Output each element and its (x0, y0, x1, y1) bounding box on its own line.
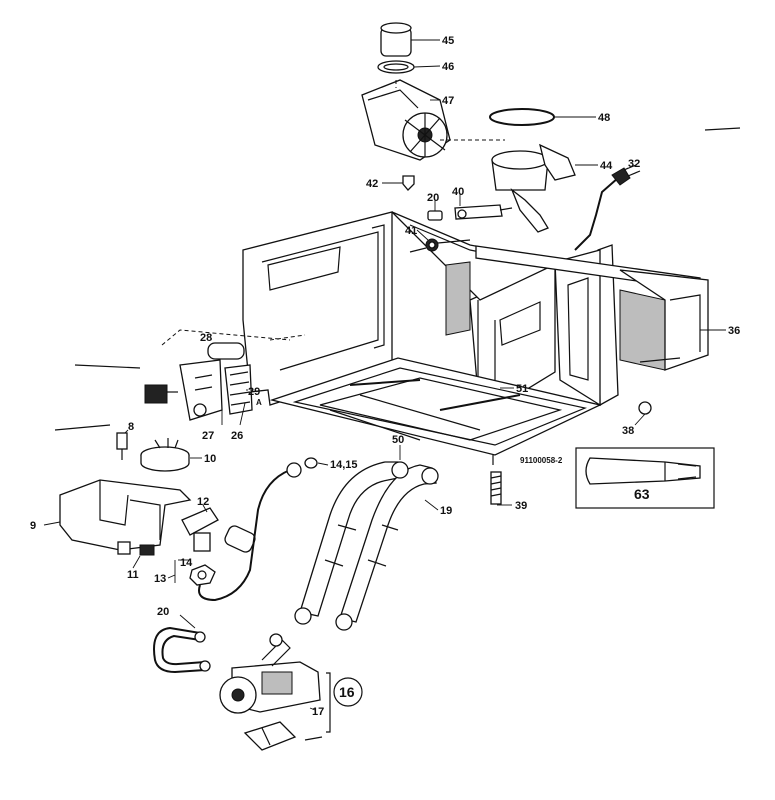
motor-47 (361, 79, 451, 161)
drawing-code: 91100058-2 (520, 456, 563, 465)
hose-clamp-48 (489, 108, 555, 126)
callout-39: 39 (515, 500, 527, 512)
callout-14: 14 (180, 557, 193, 569)
pump-group-bracket (326, 672, 363, 733)
leader-lines (43, 39, 726, 711)
mounting-bracket-9 (59, 479, 192, 556)
mains-cable-32 (574, 164, 641, 251)
tool-detail-inset (575, 447, 715, 509)
hose-14-15 (198, 457, 318, 602)
sump-44 (491, 143, 576, 233)
dashed-assembly-lines (395, 80, 505, 141)
seal-ring-46 (377, 60, 415, 74)
base-frame (242, 211, 709, 465)
drain-hoses-19 (294, 461, 439, 631)
callout-63: 63 (634, 486, 650, 502)
callout-27: 27 (202, 430, 214, 442)
callout-48: 48 (598, 112, 610, 124)
callout-50: 50 (392, 434, 404, 446)
callout-12: 12 (197, 496, 209, 508)
callout-51: 51 (516, 383, 528, 395)
callout-44: 44 (600, 160, 613, 172)
callout-29: 29 (248, 386, 260, 398)
callout-11: 11 (127, 569, 139, 581)
callout-labels: 45 46 47 48 44 32 42 20 40 41 36 51 38 5… (30, 35, 740, 718)
nut-14 (189, 564, 216, 586)
stray-marks (54, 127, 741, 431)
callout-14-15: 14,15 (330, 459, 358, 471)
callout-8: 8 (128, 421, 134, 433)
callout-26: 26 (231, 430, 243, 442)
nozzle-42 (402, 175, 415, 191)
pump-cap-45 (380, 22, 412, 57)
callout-32: 32 (628, 158, 640, 170)
valve-40 (454, 204, 513, 220)
callout-16: 16 (339, 684, 355, 700)
callout-29-A: A (256, 398, 262, 407)
connector-20-top (427, 210, 443, 221)
switch-8 (116, 432, 128, 460)
callout-41: 41 (405, 225, 417, 237)
drain-pump-16 (219, 633, 321, 714)
callout-20-top: 20 (427, 192, 439, 204)
bolt-39 (490, 471, 502, 505)
terminal-block-26 (224, 364, 253, 415)
callout-13: 13 (154, 573, 166, 585)
callout-9: 9 (30, 520, 36, 532)
grommet-41 (409, 238, 471, 253)
callout-45: 45 (442, 35, 454, 47)
bracket-27 (179, 359, 223, 421)
callout-42: 42 (366, 178, 378, 190)
pump-bracket-17 (243, 721, 323, 751)
callout-28: 28 (200, 332, 212, 344)
callout-19: 19 (440, 505, 452, 517)
foot-38 (638, 401, 652, 415)
pressure-switch-10 (140, 438, 190, 472)
dashed-bracket-outline (161, 329, 306, 346)
callout-47: 47 (442, 95, 454, 107)
callout-20-bottom: 20 (157, 606, 169, 618)
callout-38: 38 (622, 425, 634, 437)
callout-46: 46 (442, 61, 454, 73)
callout-36: 36 (728, 325, 740, 337)
callout-40: 40 (452, 186, 464, 198)
callout-17: 17 (312, 706, 324, 718)
callout-10: 10 (204, 453, 216, 465)
fitting-12 (181, 507, 256, 553)
switch-block (144, 384, 178, 404)
hose-20-lower (153, 626, 211, 674)
capacitor-28 (207, 342, 245, 360)
